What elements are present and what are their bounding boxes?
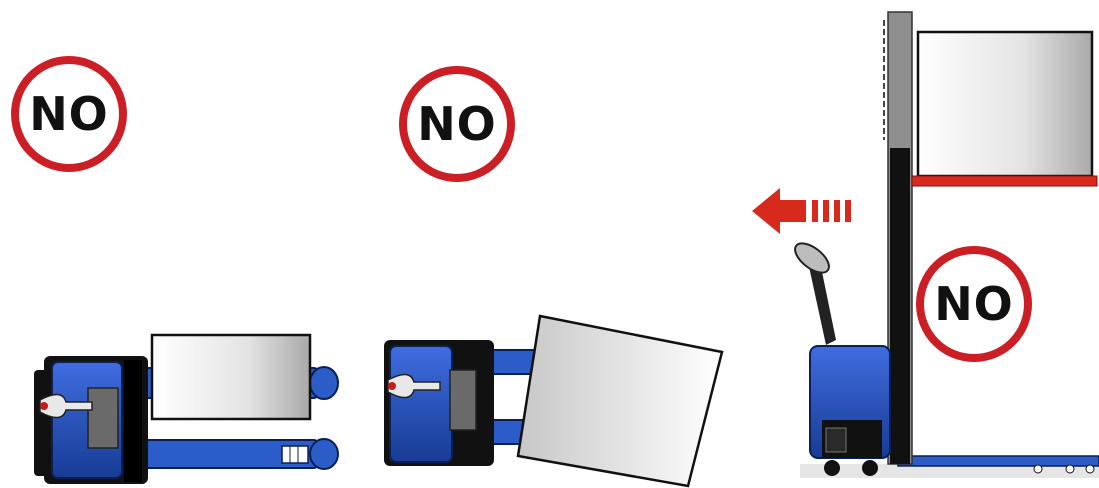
no-sign-label: NO bbox=[29, 87, 109, 141]
pallet-truck-icon bbox=[384, 316, 722, 486]
no-sign-label: NO bbox=[934, 277, 1014, 331]
no-sign-icon: NO bbox=[399, 66, 515, 182]
stacker-truck-icon bbox=[790, 12, 1099, 478]
no-sign-icon: NO bbox=[916, 246, 1032, 362]
no-sign-label: NO bbox=[417, 97, 497, 151]
pallet-truck-icon bbox=[34, 335, 338, 484]
no-sign-icon: NO bbox=[11, 56, 127, 172]
left-arrow-icon bbox=[752, 188, 851, 234]
